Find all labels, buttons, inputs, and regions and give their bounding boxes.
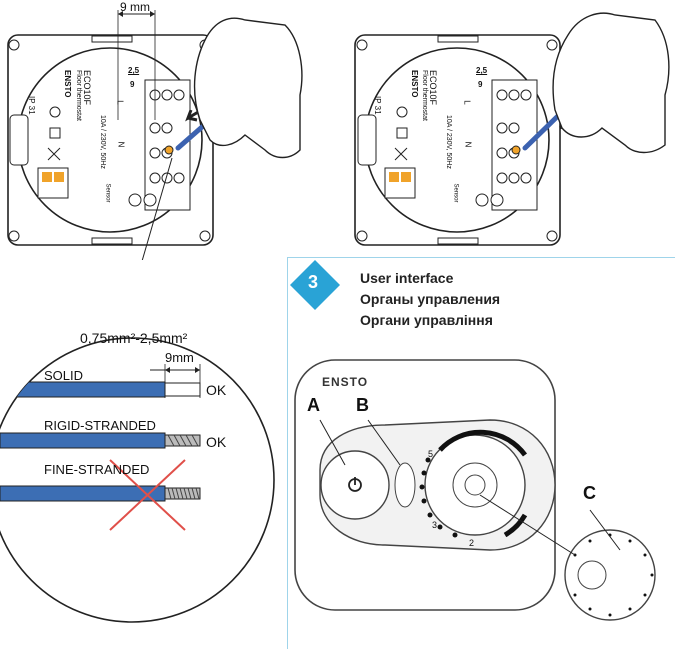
step3-title-ru: Органы управления — [360, 291, 501, 307]
sensor-label-right: Sensor — [452, 183, 459, 203]
step-number: 3 — [308, 272, 319, 292]
dial-number-2: 2 — [469, 538, 475, 548]
wire-types-magnifier — [0, 337, 275, 623]
device-description-right: Floor thermostat — [421, 70, 428, 121]
callout-a: A — [307, 395, 320, 415]
sensor-label-left: Sensor — [104, 183, 111, 203]
terminal-l-right: L — [462, 100, 472, 105]
step3-title-uk: Органи управління — [360, 312, 493, 328]
dial-number-3: 3 — [432, 520, 438, 530]
device-model-left: ECO10F — [82, 70, 92, 106]
cross-section-label: 0,75mm²-2,5mm² — [80, 330, 188, 346]
terminal-n-left: N — [116, 141, 126, 148]
device-rating-left: 10A / 230V, 50Hz — [99, 115, 106, 169]
callout-c: C — [583, 483, 596, 503]
terminal-n-right: N — [463, 141, 473, 148]
callout-b: B — [356, 395, 369, 415]
wire-row-solid-status: OK — [206, 382, 227, 398]
device-brand-left: ENSTO — [63, 70, 72, 98]
step-number-badge — [290, 260, 340, 310]
wiring-illustration-right — [354, 12, 670, 246]
device-brand-right: ENSTO — [410, 70, 419, 98]
step3-title-en: User interface — [360, 270, 454, 286]
thermostat-front — [294, 359, 656, 621]
wire-row-rigid-status: OK — [206, 434, 227, 450]
dial-number-5: 5 — [428, 449, 434, 459]
wire-row-fine-label: FINE-STRANDED — [44, 462, 150, 477]
wire-row-rigid-label: RIGID-STRANDED — [44, 418, 156, 433]
strip-label-left: 9 — [130, 80, 135, 89]
wiring-illustration-left — [7, 10, 303, 260]
torque-label-left: 2,5 — [128, 66, 140, 75]
device-ip-right: IP 31 — [373, 96, 382, 115]
step3-frame — [287, 257, 675, 649]
device-ip-left: IP 31 — [27, 96, 36, 115]
wire-row-solid-label: SOLID — [44, 368, 84, 383]
dimension-label: 9 mm — [120, 0, 150, 14]
device-rating-right: 10A / 230V, 50Hz — [445, 115, 452, 169]
device-model-right: ECO10F — [428, 70, 438, 106]
strip-length-label: 9mm — [165, 350, 194, 365]
device-description-left: Floor thermostat — [75, 70, 82, 121]
torque-label-right: 2,5 — [476, 66, 488, 75]
strip-label-right: 9 — [478, 80, 483, 89]
thermostat-brand: ENSTO — [322, 375, 369, 389]
terminal-l-left: L — [115, 100, 125, 105]
